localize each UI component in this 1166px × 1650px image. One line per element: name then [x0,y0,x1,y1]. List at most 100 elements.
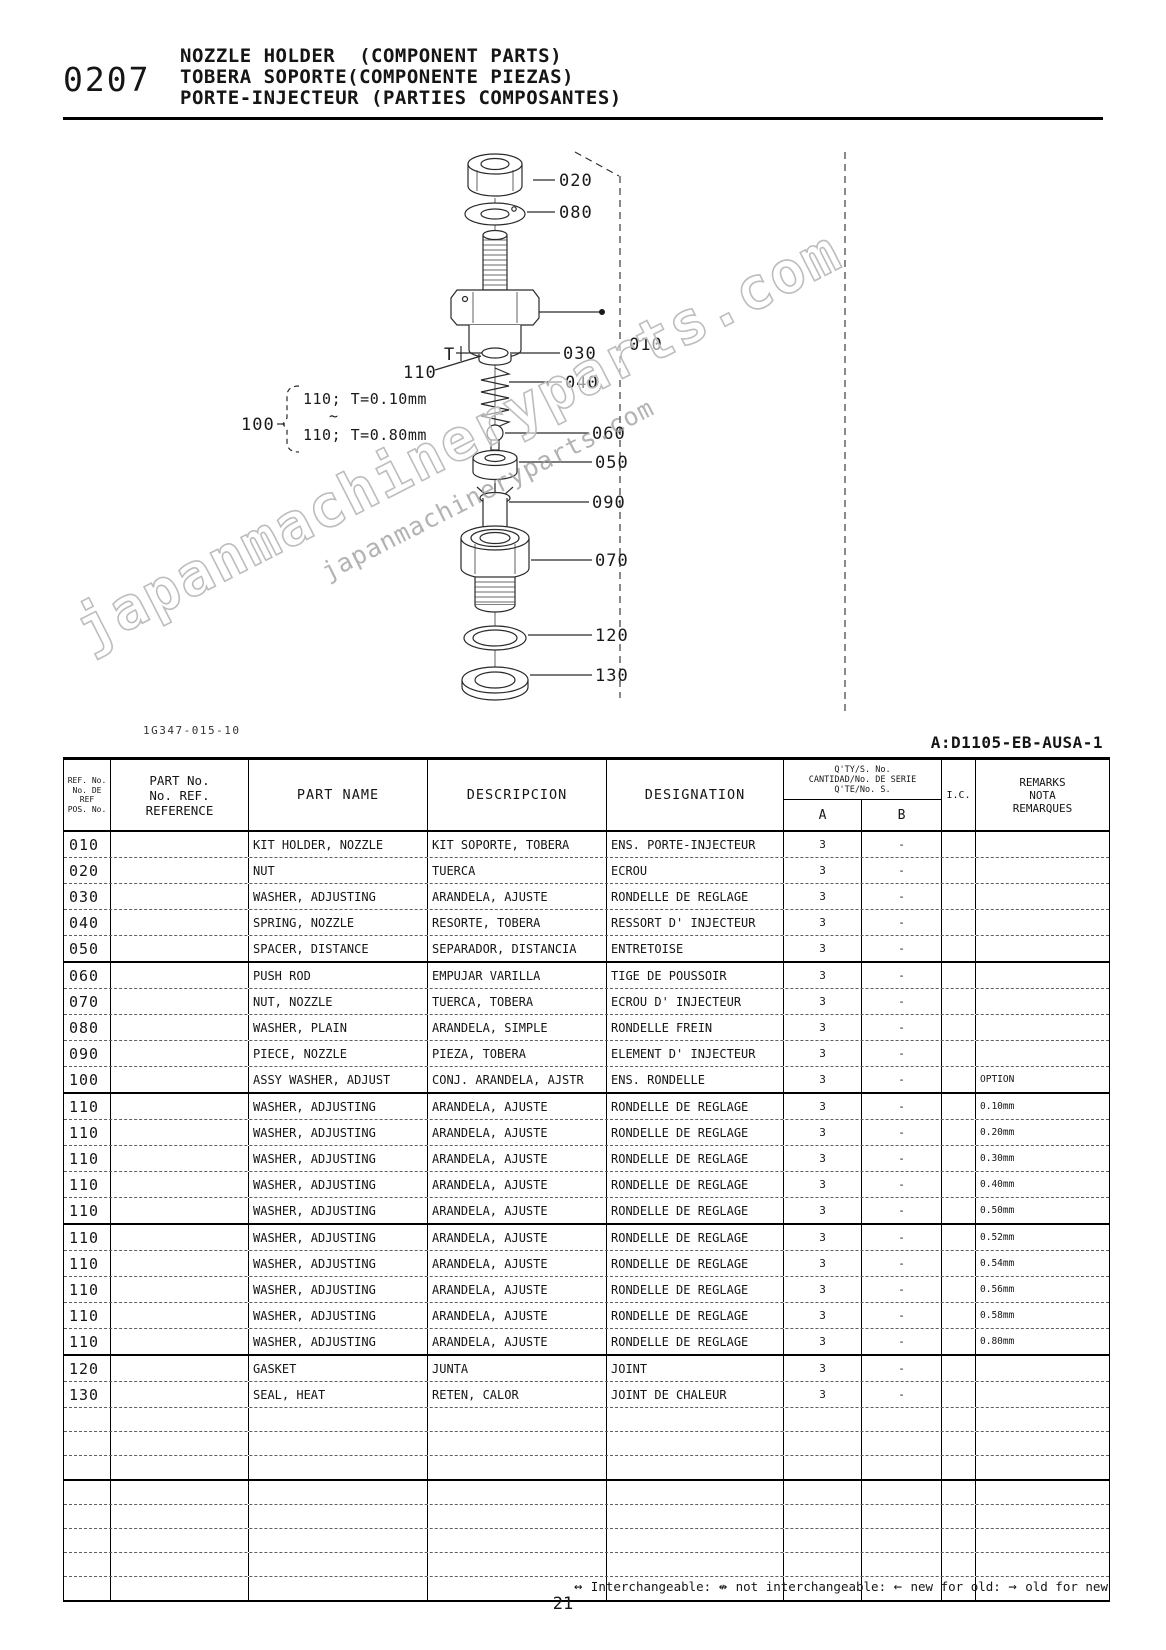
cell-desig [607,1577,784,1600]
cell-remarks [976,858,1109,883]
cell-part_no [111,1225,249,1250]
cell-ic [942,1505,976,1528]
cell-remarks [976,1432,1109,1455]
cell-ic [942,884,976,909]
cell-a: 3 [784,1382,862,1407]
cell-name: KIT HOLDER, NOZZLE [249,832,428,857]
col-header-qty-b: B [897,807,906,823]
cell-ic [942,1356,976,1381]
cell-ref [64,1529,111,1552]
cell-b: - [862,1277,942,1302]
cell-ic [942,1172,976,1197]
cell-ic [942,1529,976,1552]
cell-desig: RONDELLE FREIN [607,1015,784,1040]
qty-header-lines: Q'TY/S. No. CANTIDAD/No. DE SERIE Q'TE/N… [784,760,941,800]
callout-110-leader: 110 [403,363,437,383]
cell-a: 3 [784,1067,862,1092]
cell-desc: ARANDELA, AJUSTE [428,1120,607,1145]
cell-ic [942,1277,976,1302]
callout-090: 090 [592,493,626,513]
cell-desig: RONDELLE DE REGLAGE [607,1146,784,1171]
cell-part_no [111,858,249,883]
cell-name: PIECE, NOZZLE [249,1041,428,1066]
cell-ic [942,1456,976,1479]
cell-remarks: 0.80mm [980,1336,1015,1347]
table-row-empty [64,1553,1109,1577]
figure-code: 1G347-015-10 [143,724,240,737]
part-040-spring [480,367,511,429]
callout-080: 080 [559,203,593,223]
legend-symbol: ← [893,1579,911,1595]
cell-b [862,1432,942,1455]
cell-desig: ENS. RONDELLE [607,1067,784,1092]
cell-part_no [111,910,249,935]
cell-ref: 040 [64,910,111,935]
cell-part_no [111,1303,249,1328]
cell-a: 3 [784,910,862,935]
cell-remarks: 0.58mm [980,1310,1015,1321]
cell-ic [942,1329,976,1354]
cell-remarks [976,1041,1109,1066]
cell-remarks [976,910,1109,935]
cell-remarks [976,1553,1109,1576]
cell-desig: RONDELLE DE REGLAGE [607,1120,784,1145]
cell-a: 3 [784,1146,862,1171]
cell-desc: KIT SOPORTE, TOBERA [428,832,607,857]
cell-ic [942,989,976,1014]
cell-b: - [862,832,942,857]
cell-b [862,1553,942,1576]
cell-name: WASHER, PLAIN [249,1015,428,1040]
cell-a: 3 [784,1225,862,1250]
cell-ic [942,832,976,857]
cell-a: 3 [784,1094,862,1119]
cell-part_no [111,1432,249,1455]
cell-part_no [111,1146,249,1171]
cell-desig: TIGE DE POUSSOIR [607,963,784,988]
cell-name: SPACER, DISTANCE [249,936,428,961]
cell-desc: SEPARADOR, DISTANCIA [428,936,607,961]
cell-ic [942,963,976,988]
callout-060: 060 [592,424,626,444]
cell-desig: RONDELLE DE REGLAGE [607,1094,784,1119]
cell-name [249,1481,428,1504]
cell-part_no [111,1277,249,1302]
legend-text: old for new [1025,1579,1108,1594]
col-header-part-no: PART No. No. REF. REFERENCE [111,760,249,830]
col-header-ref: REF. No. No. DE REF POS. No. [64,760,111,830]
cell-a: 3 [784,1015,862,1040]
cell-remarks: 0.20mm [980,1127,1015,1138]
cell-b: - [862,1120,942,1145]
cell-part_no [111,1382,249,1407]
cell-part_no [111,1041,249,1066]
cell-ref [64,1456,111,1479]
cell-remarks [976,1408,1109,1431]
cell-desc: ARANDELA, AJUSTE [428,1251,607,1276]
cell-ref [64,1553,111,1576]
cell-name: WASHER, ADJUSTING [249,1303,428,1328]
cell-ic [942,1015,976,1040]
cell-desig [607,1408,784,1431]
cell-ref: 110 [64,1172,111,1197]
col-header-qty-a: A [784,800,862,830]
legend-symbol: ↮ [718,1579,736,1595]
cell-name: WASHER, ADJUSTING [249,1146,428,1171]
cell-name: SPRING, NOZZLE [249,910,428,935]
cell-desig: ELEMENT D' INJECTEUR [607,1041,784,1066]
cell-desig [607,1529,784,1552]
cell-ic [942,1041,976,1066]
cell-b: - [862,989,942,1014]
cell-desig [607,1432,784,1455]
cell-part_no [111,1408,249,1431]
page-titles: NOZZLE HOLDER (COMPONENT PARTS) TOBERA S… [180,46,1103,109]
cell-remarks: 0.52mm [980,1232,1015,1243]
cell-desig: JOINT [607,1356,784,1381]
cell-b: - [862,1067,942,1092]
cell-ic [942,1067,976,1092]
cell-b: - [862,1225,942,1250]
